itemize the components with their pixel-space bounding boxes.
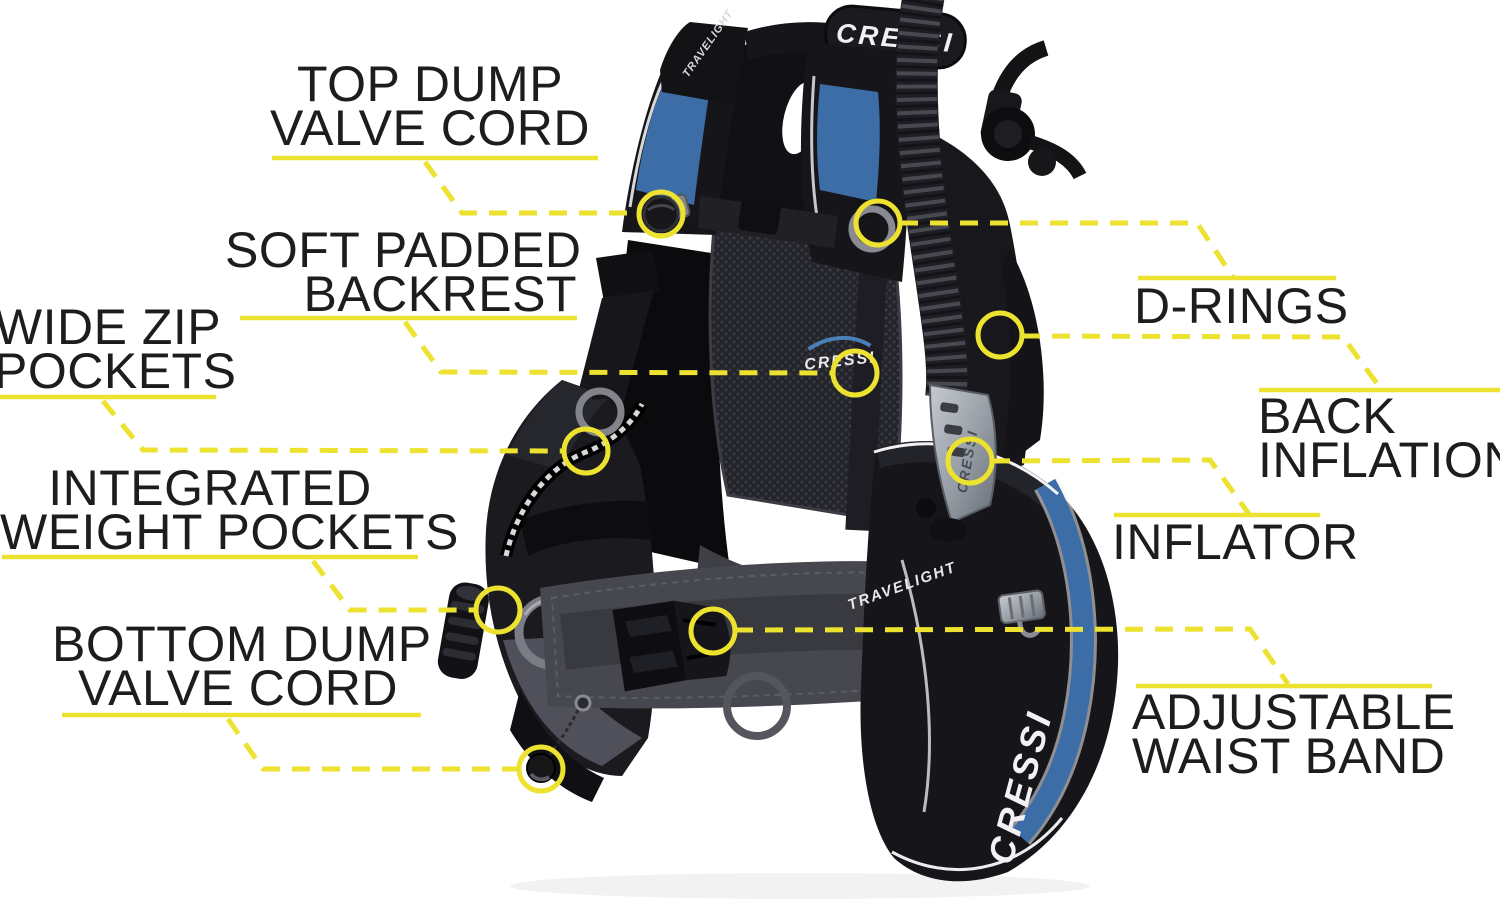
label-line: INTEGRATED <box>48 460 372 516</box>
label-line: INFLATOR <box>1112 514 1359 570</box>
marker-soft-padded-backrest <box>830 348 880 398</box>
label-line: WAIST BAND <box>1132 728 1446 784</box>
label-rule-lines <box>0 155 1500 718</box>
marker-inflator <box>945 436 995 486</box>
label-line: BACKREST <box>303 266 577 322</box>
padded-backrest: CRESSI <box>708 212 903 532</box>
marker-d-rings <box>853 198 903 248</box>
bottom-dump-cord <box>526 694 592 783</box>
waist-d-ring-right <box>723 672 791 740</box>
marker-back-inflation <box>975 310 1025 360</box>
callout-markers <box>473 189 1025 794</box>
leader-lines <box>101 160 1384 772</box>
regulator-first-stage <box>980 40 1087 180</box>
top-dump-valve <box>642 195 680 233</box>
leader-bottom-dump <box>225 717 517 772</box>
label-line: WIDE ZIP <box>0 299 222 355</box>
leader-adjustable <box>734 626 1291 686</box>
label-line: BACK <box>1258 388 1397 444</box>
label-line: VALVE CORD <box>270 100 590 156</box>
callout-label-back-inflation: BACK INFLATION <box>1258 388 1500 488</box>
label-line: SOFT PADDED <box>225 222 582 278</box>
marker-integrated-weight-pockets <box>473 585 523 635</box>
leader-integrated <box>311 559 474 613</box>
ground-shadow <box>510 873 1090 899</box>
label-line: D-RINGS <box>1134 278 1349 334</box>
strap-blue-accent <box>817 84 880 202</box>
marker-top-dump-valve-cord <box>636 189 686 239</box>
label-line: WEIGHT POCKETS <box>0 504 459 560</box>
right-pocket: CRESSI TRAVELIGHT <box>846 441 1119 882</box>
label-line: INFLATION <box>1258 432 1500 488</box>
weight-pocket-slot <box>520 500 650 556</box>
label-line: TOP DUMP <box>296 56 564 112</box>
callout-lines <box>0 155 1500 794</box>
leader-inflator <box>991 457 1252 516</box>
callout-label-adjustable-waist-band: ADJUSTABLE WAIST BAND <box>1132 684 1456 784</box>
marker-bottom-dump-valve-cord <box>516 744 566 794</box>
chest-buckle <box>738 198 781 235</box>
leader-back-inflation <box>1021 333 1384 391</box>
pocket-blue-accent <box>1011 478 1094 843</box>
callout-label-bottom-dump-valve-cord: BOTTOM DUMP VALVE CORD <box>52 616 432 716</box>
label-line: VALVE CORD <box>78 660 398 716</box>
leader-soft-padded <box>402 320 832 376</box>
label-line: POCKETS <box>0 343 237 399</box>
label-line: ADJUSTABLE <box>1132 684 1456 740</box>
waist-buckle <box>612 600 731 692</box>
left-shoulder-strap: TRAVELIGHT <box>566 8 748 445</box>
bcd-vest: CRESSI TRAVELIGHT CRESSI <box>437 0 1119 899</box>
callout-label-d-rings: D-RINGS <box>1134 278 1349 334</box>
callout-label-top-dump-valve-cord: TOP DUMP VALVE CORD <box>250 56 610 156</box>
callout-label-wide-zip-pockets: WIDE ZIP POCKETS <box>0 299 237 399</box>
label-line: BOTTOM DUMP <box>52 616 432 672</box>
marker-wide-zip-pockets <box>561 426 611 476</box>
leader-d-rings <box>900 220 1236 279</box>
callout-label-integrated-weight-pockets: INTEGRATED WEIGHT POCKETS <box>0 460 459 560</box>
leader-wide-zip <box>101 399 563 454</box>
backpad-logo-swoosh <box>807 335 872 351</box>
callout-label-inflator: INFLATOR <box>1112 514 1359 570</box>
callout-label-soft-padded-backrest: SOFT PADDED BACKREST <box>225 222 582 322</box>
waist-band <box>540 561 916 709</box>
leader-top-dump <box>422 160 637 216</box>
corrugated-hose <box>895 0 969 401</box>
right-shoulder-strap <box>800 42 910 282</box>
marker-adjustable-waist-band <box>688 606 738 656</box>
